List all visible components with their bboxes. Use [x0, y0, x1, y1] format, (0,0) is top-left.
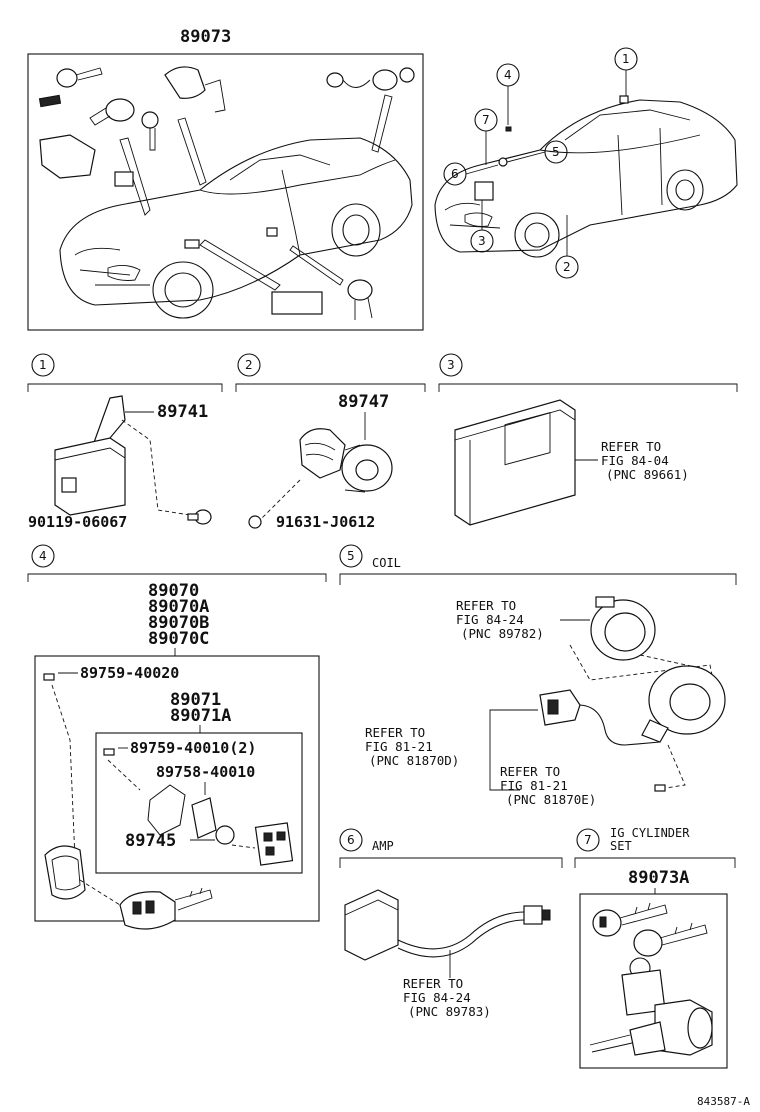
callout-5: 5	[506, 140, 568, 164]
part-number-89070A: 89070A	[148, 597, 209, 617]
svg-text:4: 4	[504, 68, 512, 82]
svg-text:(PNC 81870E): (PNC 81870E)	[506, 792, 596, 807]
svg-text:FIG 81-21: FIG 81-21	[365, 739, 433, 754]
svg-text:2: 2	[245, 358, 253, 372]
svg-text:6: 6	[451, 167, 459, 181]
transmitter-box	[95, 732, 303, 874]
callout-6: 6	[443, 162, 499, 186]
part-number-89747: 89747	[338, 392, 389, 412]
diagram-code: 843587-A	[697, 1095, 750, 1108]
part-number-89070: 89070	[148, 581, 199, 601]
svg-text:IG CYLINDER: IG CYLINDER	[610, 826, 690, 840]
assembly-box	[27, 53, 424, 331]
part-number-89071A: 89071A	[170, 706, 231, 726]
svg-text:1: 1	[39, 358, 47, 372]
car-illustration-left	[38, 66, 415, 320]
svg-text:COIL: COIL	[372, 556, 401, 570]
svg-text:SET: SET	[610, 839, 632, 853]
part-number-89758-40010: 89758-40010	[156, 763, 255, 781]
svg-text:4: 4	[39, 549, 47, 563]
section-2: 2 89747 91631-J0612	[235, 353, 426, 531]
svg-text:AMP: AMP	[372, 839, 394, 853]
ig-cylinder-box	[579, 893, 728, 1069]
section-7: 7 IG CYLINDER SET 89073A	[574, 826, 736, 1069]
svg-text:1: 1	[622, 52, 630, 66]
callout-4: 4	[496, 63, 520, 125]
svg-text:REFER TO: REFER TO	[601, 439, 661, 454]
part-number-89070B: 89070B	[148, 613, 209, 633]
svg-text:REFER TO: REFER TO	[365, 725, 425, 740]
svg-text:REFER TO: REFER TO	[456, 598, 516, 613]
svg-text:7: 7	[584, 833, 592, 847]
svg-text:5: 5	[552, 145, 560, 159]
svg-text:6: 6	[347, 833, 355, 847]
section-5: 5 COIL REFER TO FIG 84-24 (PNC 89782) RE…	[339, 544, 737, 807]
part-number-91631-J0612: 91631-J0612	[276, 513, 375, 531]
callout-2: 2	[555, 215, 579, 279]
svg-text:FIG 84-24: FIG 84-24	[456, 612, 524, 627]
svg-text:FIG 84-24: FIG 84-24	[403, 990, 471, 1005]
car-illustration-right	[434, 95, 738, 258]
svg-text:(PNC 81870D): (PNC 81870D)	[369, 753, 459, 768]
svg-text:REFER TO: REFER TO	[403, 976, 463, 991]
part-number-89073A: 89073A	[628, 868, 689, 888]
part-number-89759-40020: 89759-40020	[80, 664, 179, 682]
svg-text:(PNC 89782): (PNC 89782)	[461, 626, 544, 641]
svg-text:3: 3	[478, 234, 486, 248]
svg-text:FIG 84-04: FIG 84-04	[601, 453, 669, 468]
part-number-89071: 89071	[170, 690, 221, 710]
svg-text:3: 3	[447, 358, 455, 372]
part-number-89745: 89745	[125, 831, 176, 851]
svg-text:(PNC 89661): (PNC 89661)	[606, 467, 689, 482]
section-4: 4 89070 89070A 89070B 89070C 89759-40020…	[27, 544, 327, 930]
section-6: 6 AMP REFER TO FIG 84-24 (PNC 89783)	[339, 828, 563, 1019]
svg-text:2: 2	[563, 260, 571, 274]
svg-text:REFER TO: REFER TO	[500, 764, 560, 779]
part-number-90119-06067: 90119-06067	[28, 513, 127, 531]
callout-1: 1	[614, 47, 638, 96]
part-number-89759-40010: 89759-40010(2)	[130, 739, 256, 757]
part-number-89741: 89741	[157, 402, 208, 422]
key-assembly-box	[34, 655, 320, 922]
svg-text:(PNC 89783): (PNC 89783)	[408, 1004, 491, 1019]
part-number-89070C: 89070C	[148, 629, 209, 649]
callout-3: 3	[470, 200, 494, 253]
part-number-89073: 89073	[180, 27, 231, 47]
section-1: 1 89741 90119-06067	[27, 353, 223, 531]
section-3: 3 REFER TO FIG 84-04 (PNC 89661)	[438, 353, 738, 526]
callout-7: 7	[474, 108, 498, 165]
svg-text:7: 7	[482, 113, 490, 127]
svg-text:5: 5	[347, 549, 355, 563]
svg-text:FIG 81-21: FIG 81-21	[500, 778, 568, 793]
